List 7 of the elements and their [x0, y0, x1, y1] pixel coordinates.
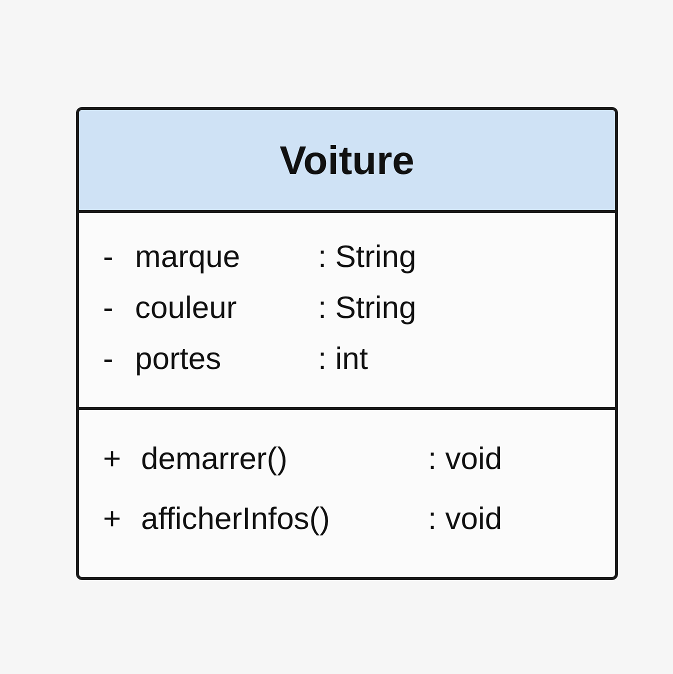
- class-box: [76, 107, 618, 580]
- attribute-text: - couleur : String: [103, 290, 416, 326]
- method-text: + demarrer() : void: [103, 441, 502, 477]
- attribute-text: - marque : String: [103, 239, 416, 275]
- method-text: + afficherInfos() : void: [103, 501, 502, 537]
- attribute-text: - portes : int: [103, 341, 368, 377]
- class-name: Voiture: [278, 138, 416, 184]
